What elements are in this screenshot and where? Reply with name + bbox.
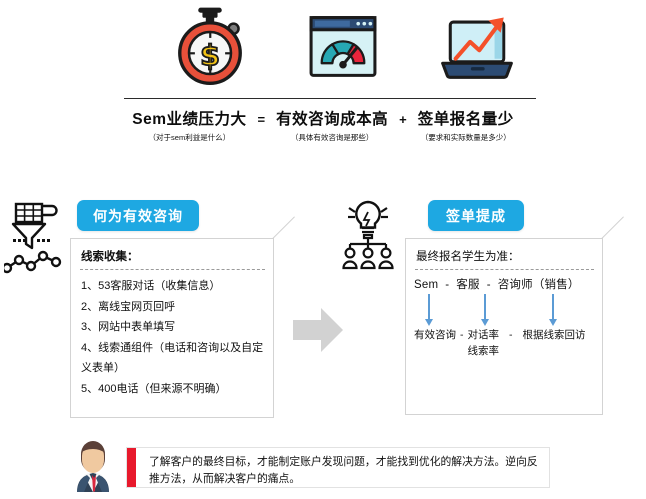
list-item: 3、网站中表单填写 (81, 321, 176, 333)
conversion-flow: Sem - 客服 - 咨询师（销售） (406, 270, 602, 292)
left-card-dashed-rule (80, 269, 265, 270)
metrics-row: 有效咨询 - 对话率 线索率 - 根据线索回访 (406, 328, 602, 359)
list-item: 2、离线宝网页回呼 (81, 300, 176, 313)
headline-sub-1: （对于sem利益是什么） (148, 133, 231, 142)
headline-block-1: Sem业绩压力大 （对于sem利益是什么） (128, 110, 250, 144)
headline-main-1: Sem业绩压力大 (132, 111, 247, 128)
browser-gauge-icon (288, 4, 398, 92)
list-item: 4、线索通组件（电话和咨询以及自定义表单） (81, 341, 264, 375)
headline-block-2: 有效咨询成本高 （具体有效咨询是那些） (272, 110, 392, 144)
headline-block-3: 签单报名量少 （要求和实际数量是多少） (414, 110, 518, 144)
headline-row: Sem业绩压力大 （对于sem利益是什么） = 有效咨询成本高 （具体有效咨询是… (0, 110, 646, 156)
metric-line: 线索率 (467, 344, 500, 357)
metric-group-2: 对话率 线索率 (468, 328, 500, 359)
data-funnel-icon (1, 198, 62, 282)
headline-sub-2: （具体有效咨询是那些） (290, 133, 374, 142)
callout-text: 了解客户的最终目标，才能制定账户发现问题，才能找到优化的解决方法。逆向反推方法，… (149, 456, 538, 485)
right-card: 最终报名学生为准： Sem - 客服 - 咨询师（销售） 有效咨询 - 对话率 … (405, 216, 624, 415)
flow-step-service: 客服 (456, 279, 480, 291)
metric-line: 有效咨询 (414, 329, 456, 341)
metric-separator: - (460, 329, 464, 341)
metric-group-1: 有效咨询 (414, 328, 456, 359)
right-card-dashed-rule (415, 269, 594, 270)
laptop-growth-chart-icon (422, 4, 532, 92)
lightbulb-team-icon (340, 198, 396, 270)
down-arrow-1 (425, 294, 432, 326)
footer-callout: 了解客户的最终目标，才能制定账户发现问题，才能找到优化的解决方法。逆向反推方法，… (126, 447, 550, 488)
card-fold-corner (580, 239, 602, 261)
badge-signed-order-commission[interactable]: 签单提成 (428, 200, 524, 231)
gray-right-arrow (293, 308, 343, 352)
metric-line: 对话率 (467, 329, 500, 341)
svg-text:$: $ (200, 38, 220, 72)
headline-sub-3: （要求和实际数量是多少） (420, 133, 511, 142)
card-fold-line (601, 216, 624, 239)
lead-collection-list: 1、53客服对话（收集信息） 2、离线宝网页回呼 3、网站中表单填写 4、线索通… (71, 270, 273, 399)
businessman-avatar-icon (65, 434, 121, 494)
badge-what-is-effective-consult[interactable]: 何为有效咨询 (77, 200, 199, 231)
headline-main-3: 签单报名量少 (417, 111, 514, 128)
right-card-heading: 最终报名学生为准： (416, 251, 520, 263)
headline-divider (124, 98, 536, 99)
headline-operator-plus: + (399, 112, 407, 127)
left-card-heading: 线索收集： (81, 251, 139, 263)
metric-separator: - (509, 329, 513, 341)
headline-main-2: 有效咨询成本高 (276, 111, 389, 128)
top-icon-row: $ (0, 4, 646, 92)
stopwatch-dollar-icon: $ (155, 4, 265, 92)
flow-step-consultant: 咨询师（销售） (497, 279, 580, 291)
metric-group-3: 根据线索回访 (523, 328, 586, 359)
left-card: 线索收集： 1、53客服对话（收集信息） 2、离线宝网页回呼 3、网站中表单填写… (70, 216, 295, 418)
flow-separator: - (486, 279, 491, 291)
flow-separator: - (445, 279, 450, 291)
headline-operator-equals: = (257, 112, 266, 127)
down-arrow-3 (549, 294, 556, 326)
down-arrow-2 (481, 294, 488, 326)
card-fold-line (272, 216, 295, 239)
metric-line: 根据线索回访 (522, 329, 586, 341)
list-item: 5、400电话（但来源不明确） (81, 382, 227, 395)
card-fold-corner (251, 239, 273, 261)
flow-step-sem: Sem (414, 279, 439, 291)
callout-accent-bar (127, 448, 136, 487)
list-item: 1、53客服对话（收集信息） (81, 280, 221, 292)
flow-down-arrows (406, 294, 602, 328)
